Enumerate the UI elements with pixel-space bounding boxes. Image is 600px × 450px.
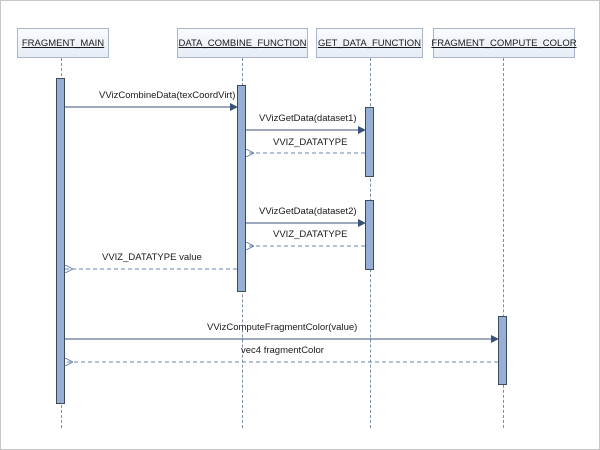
activation-get-data-function-2: [365, 200, 374, 270]
message-label: VVizGetData(dataset2): [259, 206, 357, 217]
participant-data-combine-function: DATA_COMBINE_FUNCTION: [177, 28, 308, 58]
participant-label: GET_DATA_FUNCTION: [317, 37, 422, 49]
participant-fragment-compute-color: FRAGMENT_COMPUTE_COLOR: [431, 28, 577, 58]
message-label: VVizCombineData(texCoordVirt): [99, 90, 236, 101]
participant-label: FRAGMENT_MAIN: [21, 37, 105, 49]
message-label: VVizComputeFragmentColor(value): [207, 322, 358, 333]
participant-label: FRAGMENT_COMPUTE_COLOR: [431, 37, 577, 49]
lifeline-fragment-compute-color: [503, 58, 504, 428]
message-label: VVIZ_DATATYPE value: [102, 252, 202, 263]
participant-get-data-function: GET_DATA_FUNCTION: [316, 28, 423, 58]
message-label: VVIZ_DATATYPE: [273, 137, 348, 148]
message-label: VVizGetData(dataset1): [259, 113, 357, 124]
activation-data-combine-function: [237, 85, 246, 292]
activation-fragment-main: [56, 78, 65, 404]
activation-get-data-function-1: [365, 107, 374, 177]
activation-fragment-compute-color: [498, 316, 507, 385]
participant-fragment-main: FRAGMENT_MAIN: [17, 28, 109, 58]
participant-label: DATA_COMBINE_FUNCTION: [178, 37, 307, 49]
message-label: vec4 fragmentColor: [241, 345, 324, 356]
message-label: VVIZ_DATATYPE: [273, 229, 348, 240]
